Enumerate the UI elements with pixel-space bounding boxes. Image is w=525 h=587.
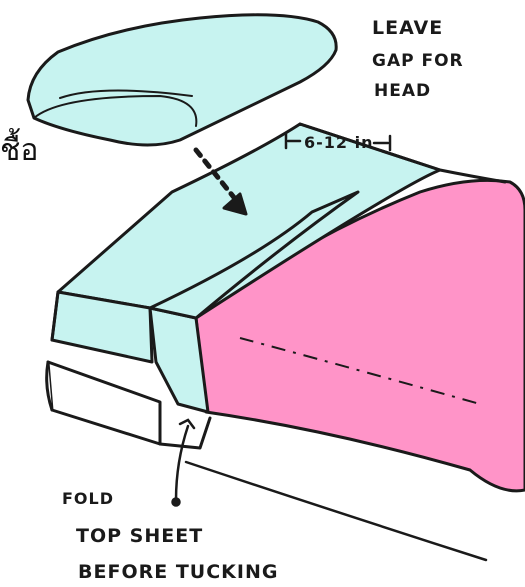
fold-label: FOLD — [62, 489, 114, 508]
leave-gap-label-line2: GAP FOR — [372, 51, 464, 71]
measurement-label: 6-12 in — [304, 133, 373, 152]
leave-gap-label-line3: HEAD — [374, 81, 431, 101]
pillow — [28, 15, 336, 145]
floor-line — [186, 462, 486, 560]
leave-gap-label-line1: LEAVE — [372, 17, 443, 39]
top-sheet-label-line2: BEFORE TUCKING — [78, 561, 278, 583]
top-sheet-label-line1: TOP SHEET — [76, 525, 203, 547]
